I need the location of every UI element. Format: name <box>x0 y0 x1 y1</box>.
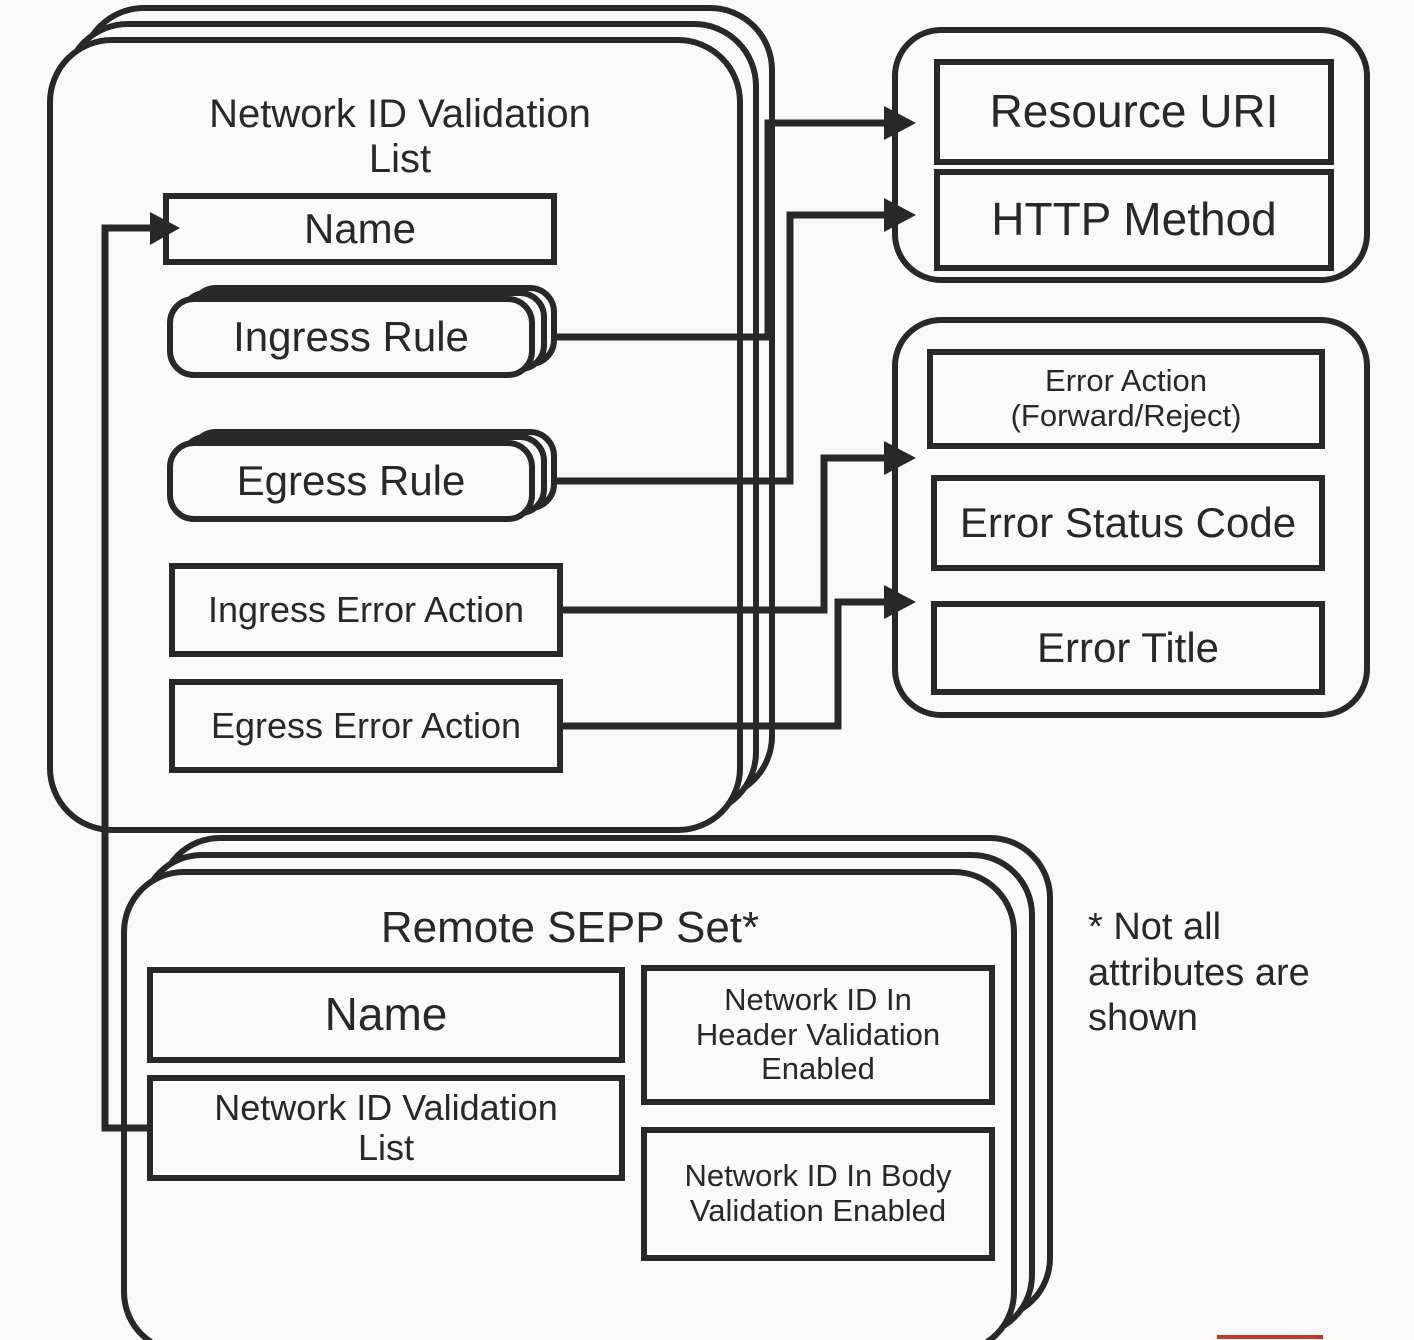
nidvl-attr-name-box[interactable] <box>163 193 557 265</box>
nidvl-attr-ingress-error-action-box[interactable] <box>169 563 563 657</box>
connector-rss-list-to-nidvl-name <box>101 224 150 1132</box>
connector-ingress-rule-to-resource-uri <box>554 119 884 341</box>
nidvl-attr-egress-error-action-box[interactable] <box>169 679 563 773</box>
error-action-detail-title-box[interactable] <box>931 601 1325 695</box>
rss-attr-network-id-in-body-validation-enabled-box[interactable] <box>641 1127 995 1261</box>
connector-egress-rule-to-http-method <box>554 211 884 485</box>
nidvl-attr-egress-rule-box[interactable] <box>167 440 535 522</box>
arrowhead-error-title <box>884 585 916 619</box>
rule-detail-http-method-box[interactable] <box>934 169 1334 271</box>
rss-attr-network-id-validation-list-box[interactable] <box>147 1075 625 1181</box>
nidvl-attr-ingress-rule-box[interactable] <box>167 296 535 378</box>
error-action-detail-status-code-box[interactable] <box>931 475 1325 571</box>
rss-attr-network-id-in-header-validation-enabled-box[interactable] <box>641 965 995 1105</box>
connector-egress-error-action-to-error-title <box>560 598 884 730</box>
error-action-detail-action-box[interactable] <box>927 349 1325 449</box>
rss-attr-name-box[interactable] <box>147 967 625 1063</box>
connector-ingress-error-action-to-error-status <box>560 454 884 614</box>
arrowhead-http-method <box>884 198 916 232</box>
arrowhead-error-status-code <box>884 441 916 475</box>
arrowhead-nidvl-name <box>150 212 180 245</box>
arrowhead-resource-uri <box>884 106 916 140</box>
rule-detail-resource-uri-box[interactable] <box>934 59 1334 165</box>
